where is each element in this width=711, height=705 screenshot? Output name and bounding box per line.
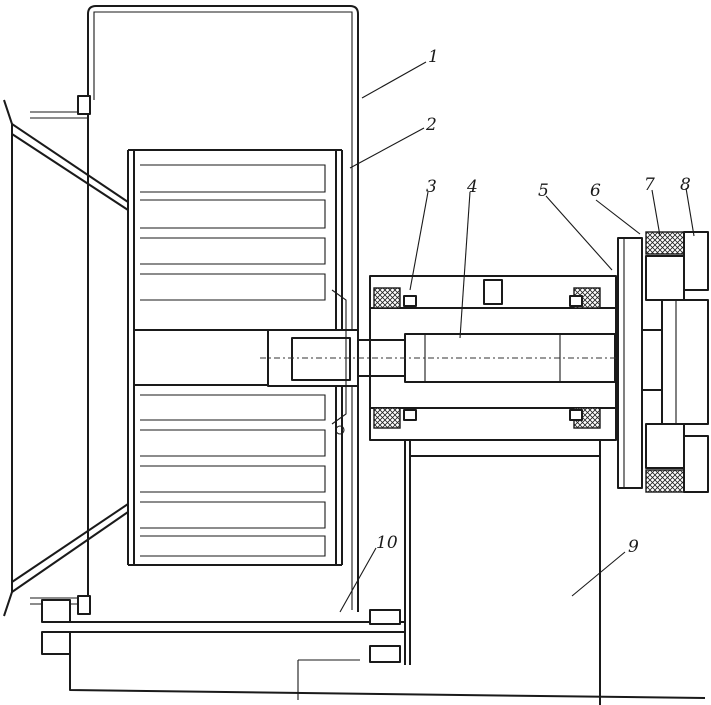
shaft — [260, 333, 705, 383]
motor-coupling — [645, 231, 709, 493]
callout-4: 4 — [466, 177, 478, 197]
base-frame — [41, 440, 706, 705]
callout-6: 6 — [590, 181, 601, 201]
impeller — [127, 149, 343, 566]
callout-8: 8 — [680, 175, 691, 195]
callout-5: 5 — [538, 181, 549, 201]
callout-10: 10 — [376, 533, 398, 553]
impeller-blades — [140, 164, 326, 557]
callout-labels: 1 2 3 4 5 6 7 8 9 10 — [376, 47, 691, 557]
inlet-cone — [3, 95, 129, 617]
fan-housing — [70, 5, 405, 633]
callout-3: 3 — [426, 177, 437, 197]
leader-lines — [339, 61, 695, 613]
callout-2: 2 — [425, 115, 437, 135]
callout-7: 7 — [644, 175, 655, 195]
callout-1: 1 — [428, 47, 439, 67]
callout-9: 9 — [628, 537, 639, 557]
coupling-disc — [617, 237, 665, 489]
bearing-housing — [369, 275, 617, 441]
